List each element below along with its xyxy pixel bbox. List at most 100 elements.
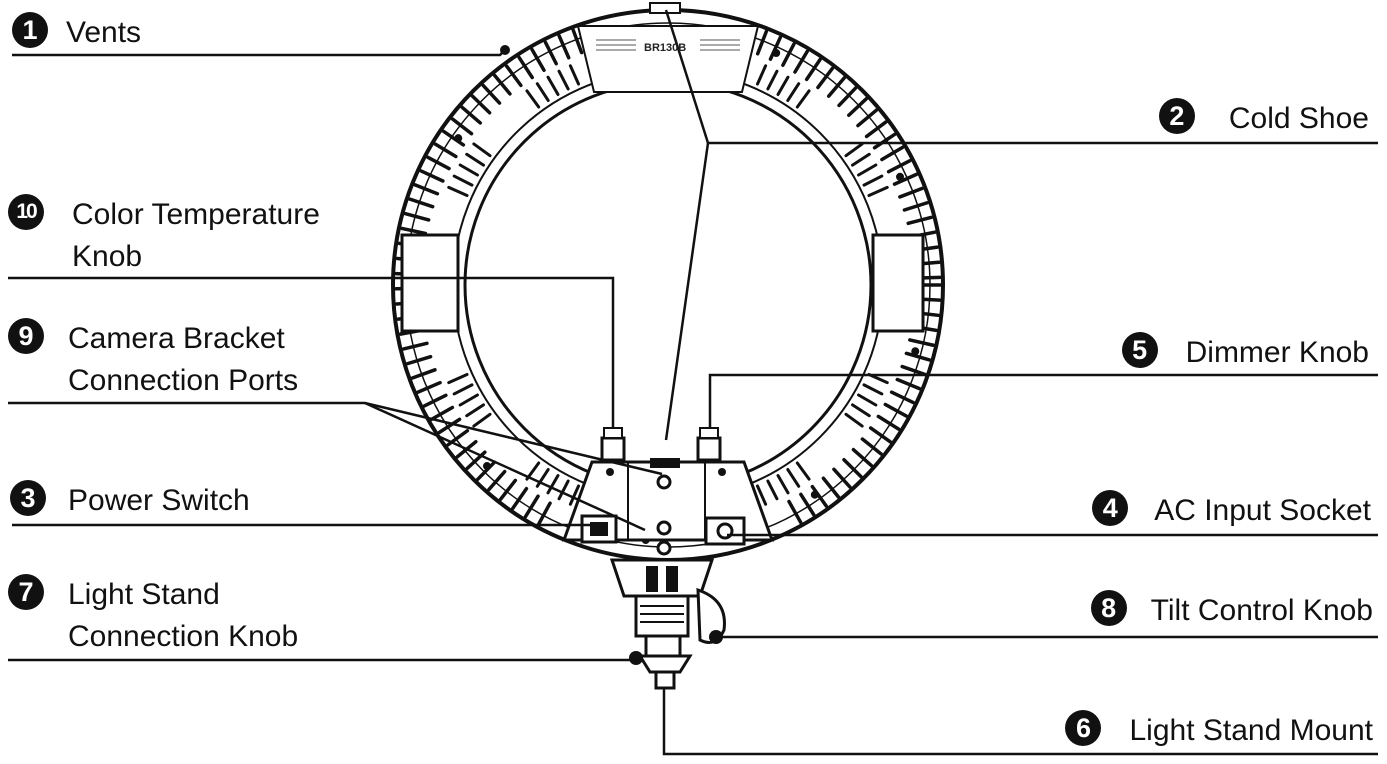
vent-slot [857,163,878,177]
vent-slot [465,403,485,418]
vent-tick [860,437,883,456]
vent-tick [876,414,901,431]
vent-slot [452,383,474,396]
vent-slot [844,412,864,428]
callout-color-temperature-knob: 10 Color Temperature Knob [8,194,320,278]
vent-slot [766,479,779,501]
vent-slot [786,82,801,102]
vent-tick [543,40,558,66]
vent-slot [546,474,560,495]
vent-tick [904,351,932,362]
tilt-bracket [609,558,726,690]
vent-slot [776,75,790,96]
vent-tick [799,492,816,517]
vent-slot [452,174,474,187]
vent-slot [535,468,550,488]
vent-tick [895,377,922,391]
vent-tick [470,94,492,115]
vent-tick [475,460,497,482]
vent-tick [450,117,474,136]
vent-slot [862,383,884,396]
vent-tick [781,42,796,67]
callout-label: Power Switch [68,484,250,517]
vent-tick [557,33,571,60]
ring-dot [482,462,491,471]
top-panel [576,2,760,93]
callout-label: Tilt Control Knob [1150,594,1373,627]
callout-vents: 1 Vents [12,12,141,54]
callout-number: 7 [8,574,44,610]
vent-tick [804,57,822,82]
vent-slot [525,89,541,109]
vent-tick [401,341,429,351]
vent-slot [472,142,492,158]
vent-tick [821,476,841,499]
callout-label: Vents [66,16,142,49]
ring-dot [896,172,905,181]
vent-tick [868,426,893,444]
vent-tick [892,172,919,186]
dimmer-knob-icon [696,427,722,462]
vents [394,28,942,527]
vent-tick [437,417,462,435]
vent-tick [504,64,523,88]
callout-cold-shoe: 2 Cold Shoe [1158,98,1369,140]
vent-slot [568,64,581,86]
model-label: BR130B [644,42,686,54]
vent-tick [517,55,534,80]
callout-number: 3 [10,480,46,516]
vent-slot [546,75,560,96]
vent-slot [867,185,889,198]
callout-number: 5 [1121,332,1158,368]
vent-slot [472,412,492,428]
vent-tick [426,155,451,171]
vent-tick [889,390,916,405]
callout-ac-input-socket: 4 AC Input Socket [1092,490,1371,532]
vent-tick [536,501,552,527]
vent-tick [410,368,437,380]
vent-slot [844,142,864,158]
leader-lines [8,9,1378,756]
vent-tick [511,486,529,511]
vent-tick [530,47,546,72]
vent-slot [458,163,479,177]
callout-number: 10 [8,194,44,230]
vent-tick [405,354,433,366]
vent-tick [793,49,810,74]
ring-dot [454,134,463,143]
vent-slot [857,393,878,407]
ring-dot [772,48,781,57]
vent-tick [837,86,858,108]
vent-slot [776,474,790,495]
callout-label: Color Temperature [72,198,320,231]
vent-slot [755,484,768,506]
ring-dot [911,347,920,356]
vent-tick [883,402,909,418]
callout-camera-bracket-connection-ports: 9 Camera Bracket Connection Ports [8,318,298,402]
vent-tick [487,469,507,492]
vent-tick [832,467,852,489]
vent-tick [481,83,502,105]
callout-label: Light Stand Mount [1129,714,1373,747]
vent-slot [458,393,479,407]
vent-tick [460,105,483,125]
vent-slot [766,69,779,91]
vent-tick [864,120,888,139]
callout-label: Dimmer Knob [1185,336,1369,369]
callout-tilt-control-knob: 8 Tilt Control Knob [1090,590,1373,632]
vent-tick [787,499,803,525]
vent-tick [810,484,829,508]
callout-light-stand-connection-knob: 7 Light Stand Connection Knob [8,574,298,658]
vent-slot [851,403,871,418]
vent-tick [768,35,783,61]
callout-power-switch: 3 Power Switch [10,480,250,522]
callout-light-stand-mount: 6 Light Stand Mount [1065,710,1373,752]
vent-tick [856,108,879,128]
vent-slot [862,174,884,187]
vent-tick [908,338,935,348]
vent-slot [795,89,811,109]
callout-number: 1 [12,12,48,48]
vent-tick [847,97,869,117]
vent-slot [851,152,871,167]
